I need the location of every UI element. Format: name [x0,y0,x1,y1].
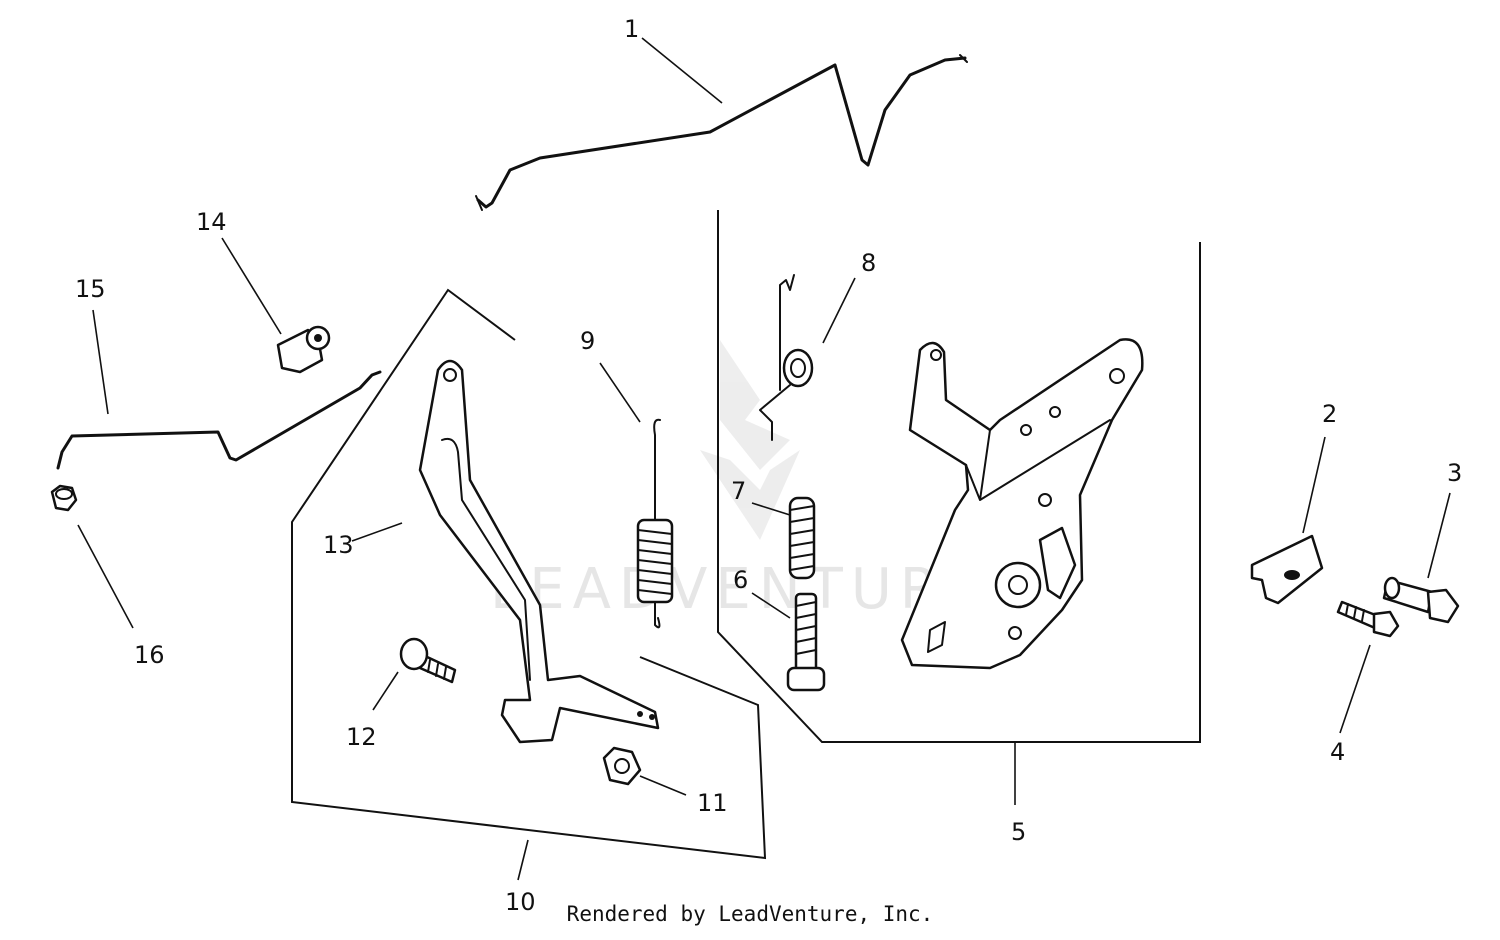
render-credit: Rendered by LeadVenture, Inc. [566,902,934,926]
part-2-clip [1250,534,1324,605]
callout-4: 4 [1330,738,1345,766]
callout-5: 5 [1011,818,1026,846]
part-9-spring [636,418,674,629]
part-15-rod [56,370,382,470]
part-4-bolt [1336,600,1400,638]
callout-2: 2 [1322,400,1337,428]
callout-numbers: 1 2 3 4 5 6 7 8 9 10 11 12 13 14 15 16 [75,15,1462,916]
callout-8: 8 [861,249,876,277]
callout-10: 10 [505,888,536,916]
callout-9: 9 [580,327,595,355]
group-outline-5 [717,210,1201,743]
callout-14: 14 [196,208,227,236]
callout-11: 11 [697,789,728,817]
callout-3: 3 [1447,459,1462,487]
part-12-bolt [399,637,457,684]
part-14-clip [276,325,331,374]
callout-6: 6 [733,566,748,594]
callout-1: 1 [624,15,639,43]
part-5-plate [900,338,1144,670]
part-3-bolt [1382,576,1460,624]
callout-13: 13 [323,531,354,559]
part-8-torsion-spring [759,274,814,441]
callout-15: 15 [75,275,106,303]
part-7-spring [788,496,816,580]
part-6-screw [786,592,826,692]
part-11-nut [602,746,642,786]
part-16-nut [50,484,78,512]
callout-7: 7 [731,477,746,505]
group-outline-10 [291,288,767,860]
part-1-throttle-rod [475,54,968,211]
leader-lines [77,37,1451,881]
callout-16: 16 [134,641,165,669]
part-13-lever [418,359,660,744]
watermark-text: LEADVENTURE [490,557,990,622]
callout-12: 12 [346,723,377,751]
